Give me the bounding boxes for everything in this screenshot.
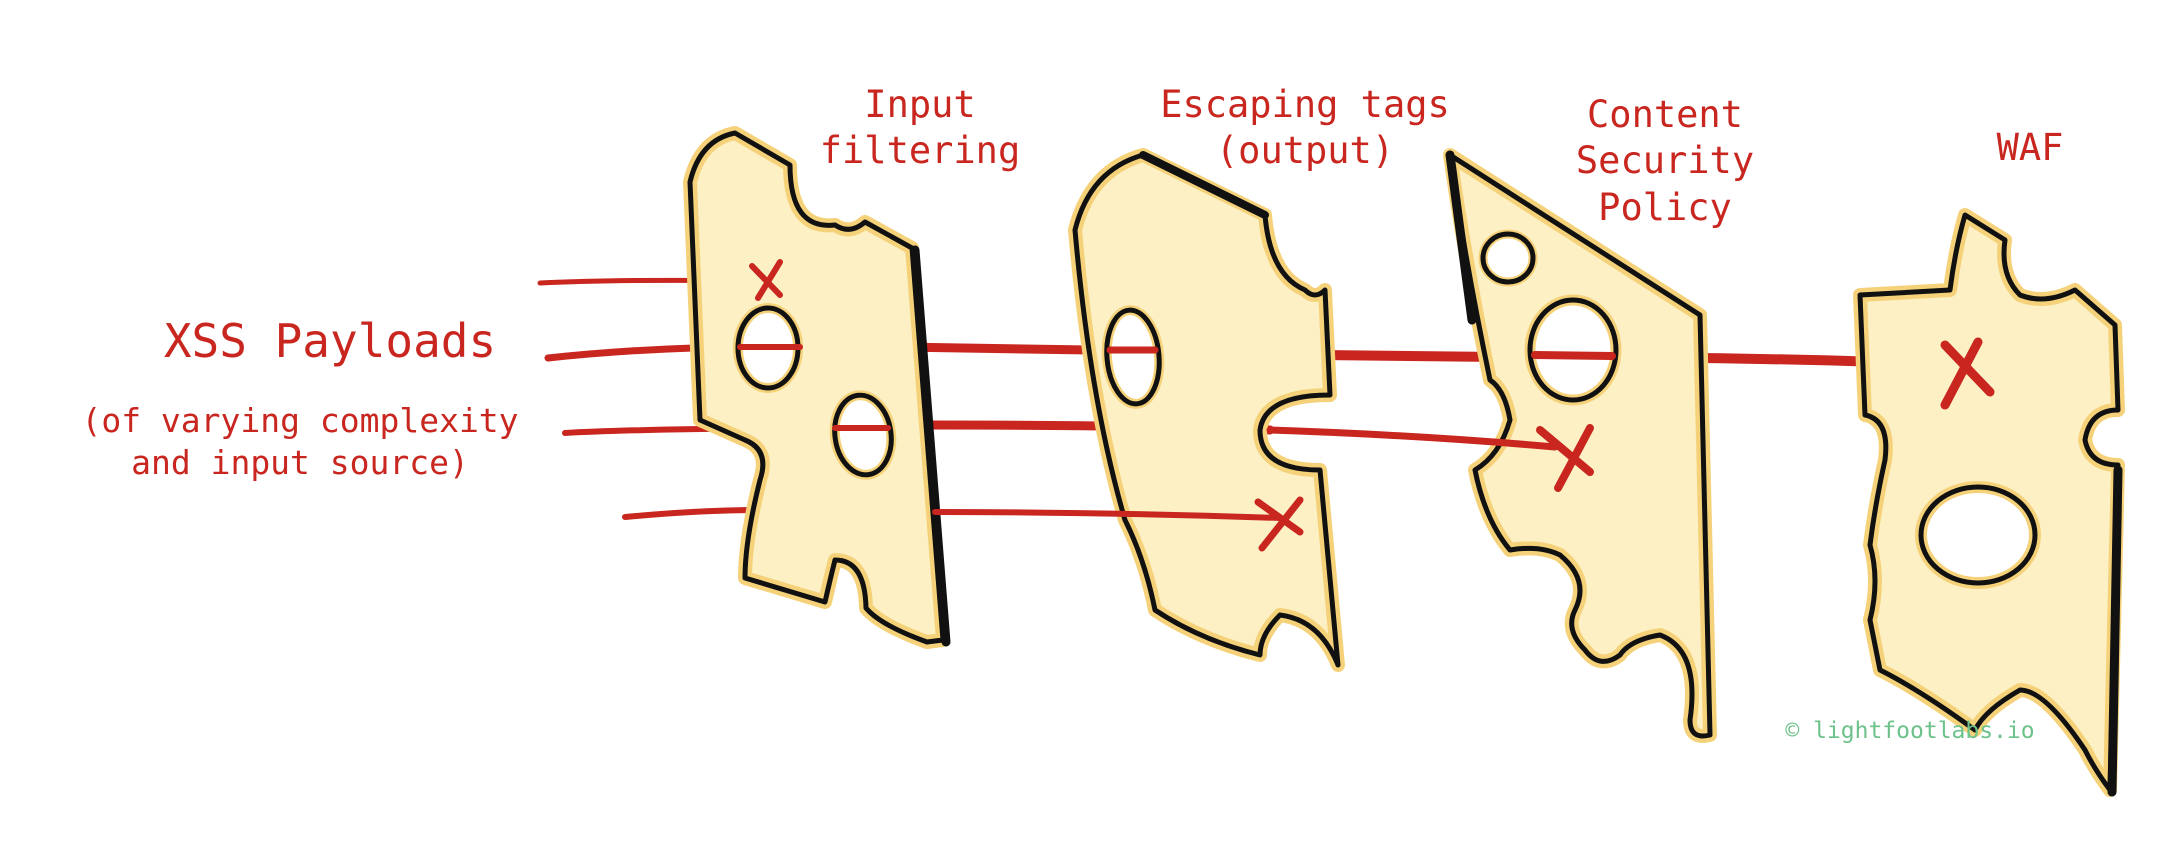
layer-label-waf: WAF bbox=[1950, 125, 2110, 171]
blocked-x-icon bbox=[1536, 424, 1594, 492]
cheese-hole bbox=[1527, 297, 1619, 403]
cheese-slice-escaping-tags bbox=[1068, 148, 1345, 672]
payload-arrow-2-segment bbox=[895, 342, 1095, 355]
payload-arrow-2-segment bbox=[1531, 351, 1616, 360]
cheese-slice-input-filtering bbox=[683, 126, 951, 649]
threat-subtitle-line2: and input source) bbox=[131, 443, 469, 482]
cheese-slice-outline bbox=[687, 130, 946, 645]
layer-label-line: filtering bbox=[819, 129, 1021, 173]
blocked-x-icon bbox=[1254, 496, 1304, 552]
layer-label-line: (output) bbox=[1215, 129, 1395, 173]
cheese-slice-outline bbox=[1447, 152, 1713, 739]
layer-label-line: Content bbox=[1587, 93, 1743, 136]
cheese-slice-shadow-edge bbox=[2107, 465, 2123, 797]
blocked-x-icon bbox=[1940, 337, 1995, 410]
payload-arrow-4-segment bbox=[932, 509, 1283, 521]
cheese-slice-outline bbox=[1072, 152, 1341, 668]
cheese-slice-shadow-edge bbox=[1445, 150, 1477, 325]
layer-label-content-security-policy: Content Security Policy bbox=[1535, 92, 1795, 231]
layer-label-input-filtering: Input filtering bbox=[780, 82, 1060, 175]
cheese-hole bbox=[1480, 231, 1536, 285]
payload-arrows-front bbox=[737, 344, 1616, 521]
cheese-hole bbox=[1104, 307, 1162, 407]
layer-label-line: WAF bbox=[1996, 126, 2064, 169]
payload-arrow-3-segment bbox=[1266, 426, 1559, 451]
cheese-slice-body bbox=[1068, 148, 1345, 672]
threat-title: XSS Payloads bbox=[163, 314, 497, 368]
cheese-slice-waf bbox=[1853, 208, 2125, 797]
credit-text: © lightfootlabs.io bbox=[1785, 718, 2035, 744]
threat-subtitle-line1: (of varying complexity bbox=[81, 401, 519, 440]
cheese-slice-shadow-edge bbox=[910, 245, 951, 647]
cheese-slice-shadow-edge bbox=[1139, 151, 1269, 219]
layer-label-escaping-tags: Escaping tags (output) bbox=[1125, 82, 1485, 175]
payload-arrow-4-segment bbox=[622, 507, 763, 520]
layer-label-line: Escaping tags bbox=[1160, 83, 1450, 126]
blocked-marks bbox=[749, 259, 1995, 552]
payload-arrow-2-segment bbox=[1315, 350, 1505, 362]
cheese-slice-body bbox=[683, 126, 950, 649]
cheese-hole bbox=[832, 392, 894, 478]
cheese-hole bbox=[1918, 484, 2038, 586]
cheese-slice-outline bbox=[1857, 212, 2121, 793]
layer-label-line: Security bbox=[1575, 139, 1755, 183]
layer-label-line: Input bbox=[864, 83, 976, 126]
layer-label-line: Policy bbox=[1598, 185, 1732, 229]
blocked-x-icon bbox=[749, 259, 783, 301]
